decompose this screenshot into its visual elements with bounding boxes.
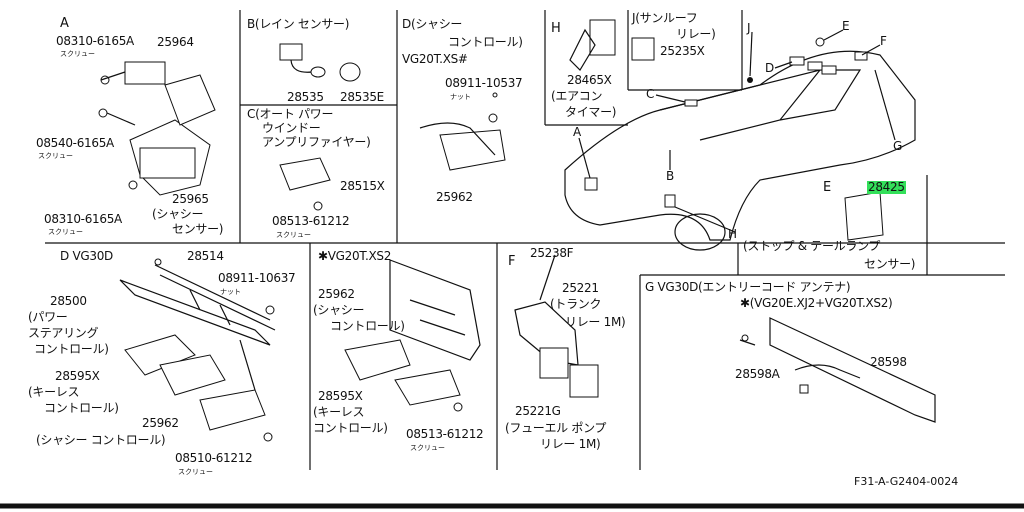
car-label-b: B: [666, 169, 674, 183]
part-25238f: 25238F: [530, 246, 574, 260]
part-note: スクリュー: [60, 50, 95, 58]
part-25221: 25221: [562, 281, 599, 295]
part-08911-10537: 08911-10537: [445, 76, 523, 90]
part-28514: 28514: [187, 249, 224, 263]
part-25964: 25964: [157, 35, 194, 49]
part-25962-xs2: 25962: [318, 287, 355, 301]
part-25965: 25965: [172, 192, 209, 206]
part-desc: センサー): [864, 257, 916, 271]
part-desc: (フューエル ポンプ: [505, 421, 607, 435]
part-desc: コントロール): [34, 342, 109, 356]
part-25962: 25962: [436, 190, 473, 204]
part-desc: (エアコン: [551, 89, 603, 103]
part-desc: (パワー: [28, 310, 68, 324]
part-desc: コントロール): [330, 319, 405, 333]
section-d-vg30d-heading: D VG30D: [60, 249, 113, 263]
section-d-heading-2: コントロール): [448, 35, 523, 49]
part-08911-10637: 08911-10637: [218, 271, 296, 285]
part-08513-61212-xs2: 08513-61212: [406, 427, 484, 441]
part-28598a: 28598A: [735, 367, 780, 381]
part-note: スクリュー: [48, 228, 83, 236]
section-g-heading-2: ✱(VG20E.XJ2+VG20T.XS2): [740, 296, 893, 310]
part-desc: センサー): [172, 222, 224, 236]
part-28500: 28500: [50, 294, 87, 308]
part-desc: リレー 1M): [565, 315, 626, 329]
part-desc: (シャシー: [313, 303, 365, 317]
section-c-heading-3: アンプリファイヤー): [262, 135, 371, 149]
section-c-heading: C(オート パワー: [247, 107, 334, 121]
part-28595x: 28595X: [55, 369, 100, 383]
part-note: スクリュー: [178, 468, 213, 476]
part-28515x: 28515X: [340, 179, 385, 193]
part-desc: コントロール): [44, 401, 119, 415]
part-desc: (キーレス: [313, 405, 365, 419]
section-d-heading: D(シャシー: [402, 17, 463, 31]
section-vg20t-xs2-heading: ✱VG20T.XS2: [318, 249, 392, 263]
section-j-heading: J(サンルーフ: [632, 11, 698, 25]
car-label-c: C: [646, 87, 655, 101]
part-08310-6165a: 08310-6165A: [56, 34, 134, 48]
part-28535e: 28535E: [340, 90, 384, 104]
part-28425-highlighted: 28425: [867, 180, 906, 194]
part-desc: (シャシー コントロール): [36, 433, 166, 447]
part-28535: 28535: [287, 90, 324, 104]
section-h-letter: H: [551, 21, 561, 36]
car-label-f: F: [880, 34, 887, 48]
part-desc: コントロール): [313, 421, 388, 435]
part-note: スクリュー: [410, 444, 445, 452]
car-label-j: J: [747, 21, 751, 35]
section-a-letter: A: [60, 16, 69, 31]
part-08510-61212: 08510-61212: [175, 451, 253, 465]
car-label-a: A: [573, 125, 581, 139]
car-label-e: E: [842, 19, 850, 33]
part-08513-61212: 08513-61212: [272, 214, 350, 228]
car-label-h: H: [728, 227, 737, 241]
section-b-heading: B(レイン センサー): [247, 17, 350, 31]
part-note: スクリュー: [276, 231, 311, 239]
part-25962-lower: 25962: [142, 416, 179, 430]
diagram-reference-code: F31-A-G2404-0024: [854, 475, 959, 488]
part-25235x: 25235X: [660, 44, 705, 58]
section-g-heading: G VG30D(エントリーコード アンテナ): [645, 280, 851, 294]
car-label-g: G: [893, 139, 902, 153]
part-note: スクリュー: [38, 152, 73, 160]
part-desc: (ストップ & テールランプ: [743, 239, 881, 253]
part-08540-6165a: 08540-6165A: [36, 136, 114, 150]
part-28595x-xs2: 28595X: [318, 389, 363, 403]
car-label-d: D: [765, 61, 774, 75]
part-desc: タイマー): [565, 105, 617, 119]
section-d-heading-3: VG20T.XS#: [402, 52, 468, 66]
part-note: ナット: [450, 93, 471, 101]
section-f-letter: F: [508, 254, 516, 269]
part-desc: (トランク: [550, 297, 602, 311]
part-08310-6165a-lower: 08310-6165A: [44, 212, 122, 226]
part-note: ナット: [220, 288, 241, 296]
part-desc: リレー 1M): [540, 437, 601, 451]
section-e-letter: E: [823, 180, 832, 195]
section-c-heading-2: ウインドー: [262, 121, 321, 135]
part-desc: (キーレス: [28, 385, 80, 399]
part-28598: 28598: [870, 355, 907, 369]
section-j-heading-2: リレー): [676, 27, 716, 41]
part-desc: ステアリング: [28, 326, 99, 340]
part-25221g: 25221G: [515, 404, 561, 418]
part-desc: (シャシー: [152, 207, 204, 221]
part-28465x: 28465X: [567, 73, 612, 87]
